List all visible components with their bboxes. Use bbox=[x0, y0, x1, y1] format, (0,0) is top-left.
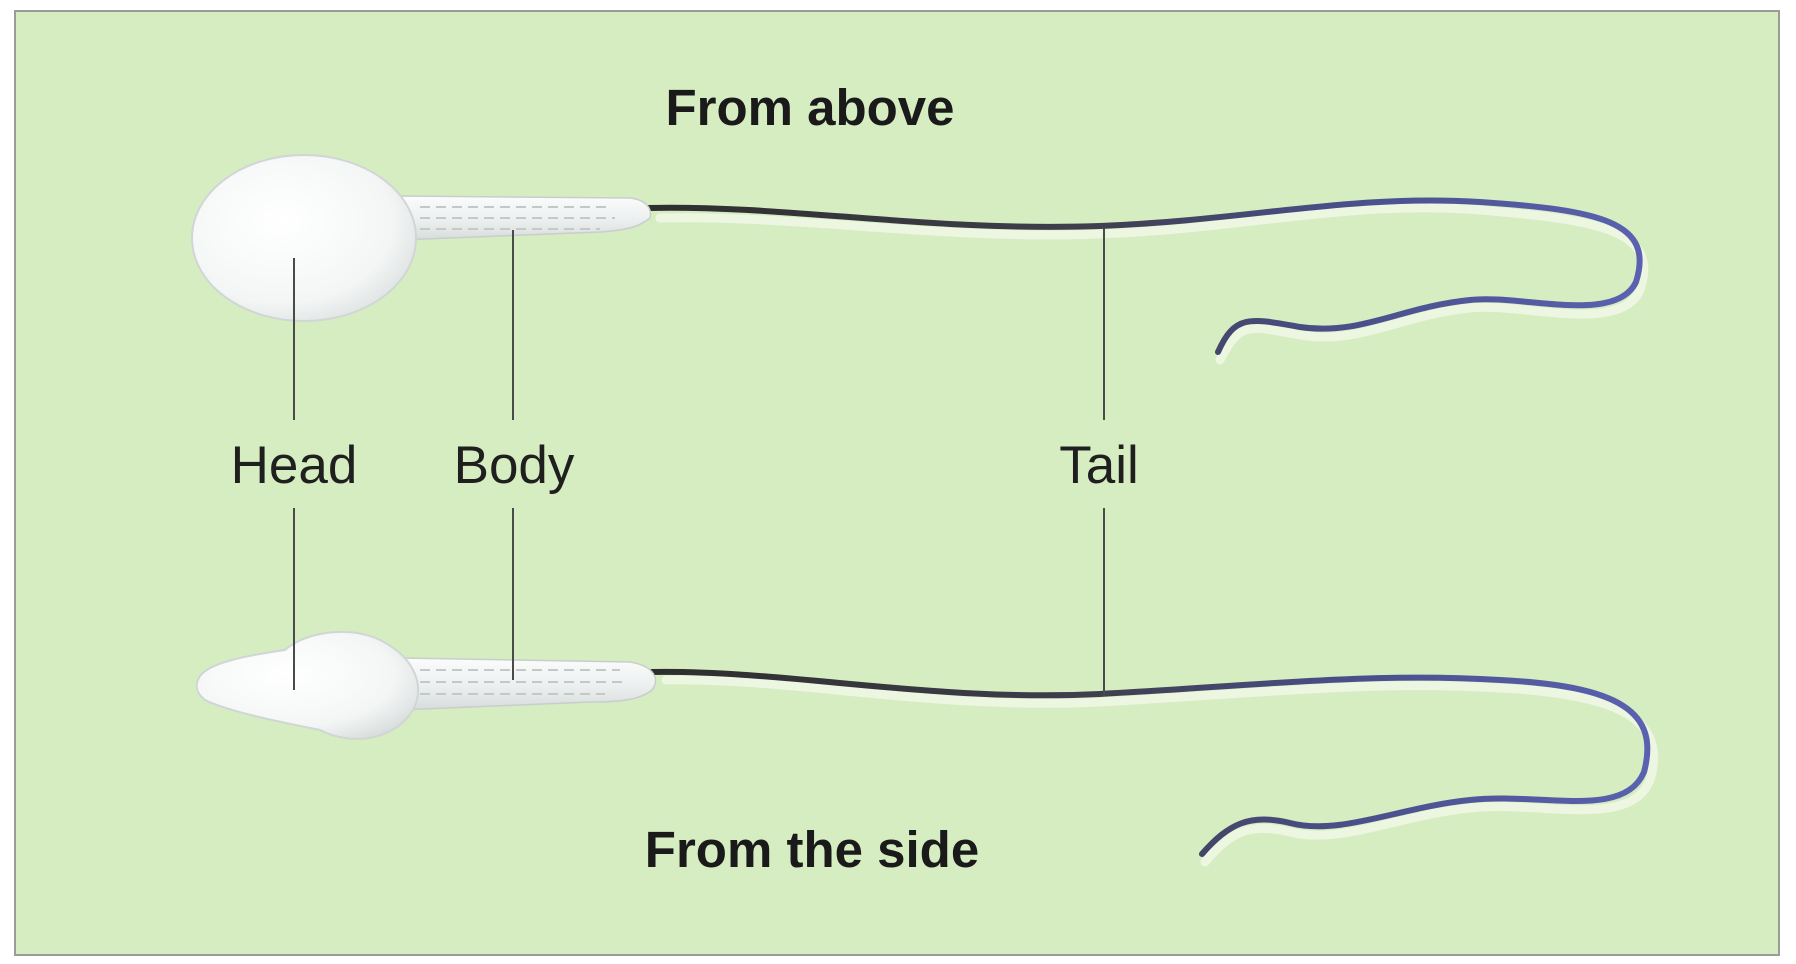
leader-lines bbox=[294, 228, 1104, 696]
tail-top-highlight bbox=[660, 208, 1644, 360]
body-side bbox=[400, 658, 656, 710]
label-head: Head bbox=[231, 436, 358, 495]
sperm-top-view bbox=[192, 155, 1644, 360]
head-top bbox=[192, 155, 416, 321]
title-from-the-side: From the side bbox=[645, 821, 979, 878]
head-side bbox=[197, 632, 418, 739]
title-from-above: From above bbox=[665, 79, 954, 136]
label-body: Body bbox=[454, 436, 575, 495]
label-tail: Tail bbox=[1059, 436, 1139, 495]
